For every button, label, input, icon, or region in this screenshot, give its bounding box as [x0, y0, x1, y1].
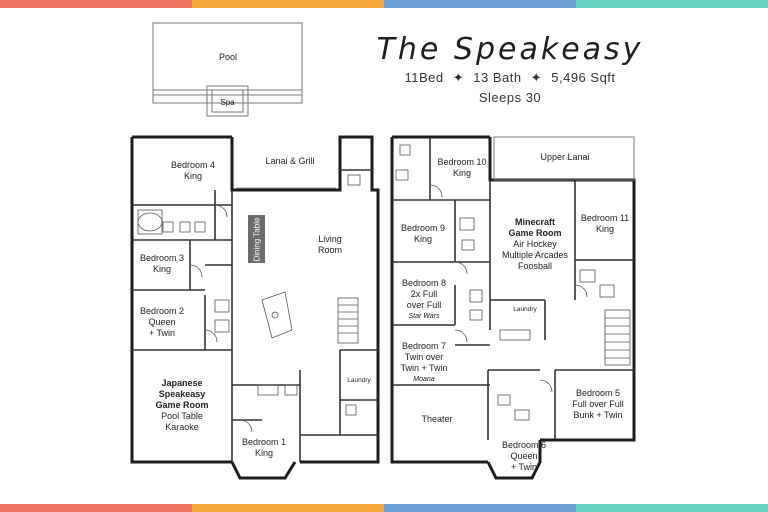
- room-name: Bedroom 4: [170, 160, 216, 170]
- bed-type: + Twin: [510, 462, 538, 472]
- living-room-label: Living Room: [305, 234, 355, 256]
- laundry-label: Laundry: [347, 377, 371, 384]
- property-stats: 11Bed ✦ 13 Bath ✦ 5,496 Sqft: [360, 70, 660, 86]
- bed-type: Twin over: [404, 352, 444, 362]
- bedroom-2-label: Bedroom 2 Queen + Twin: [132, 306, 192, 339]
- bed-type: Queen: [510, 451, 538, 461]
- bedroom-9-label: Bedroom 9 King: [393, 223, 453, 245]
- bed-type: Bunk + Twin: [573, 410, 623, 420]
- stripe-segment: [576, 0, 768, 8]
- upper-floor-walls: [390, 135, 636, 480]
- bed-type: King: [413, 234, 432, 244]
- amenity: Karaoke: [165, 422, 199, 432]
- bedroom-10-label: Bedroom 10 King: [432, 157, 492, 179]
- bedroom-4-label: Bedroom 4 King: [158, 160, 228, 182]
- laundry-label: Laundry: [513, 306, 537, 313]
- bed-type: King: [595, 224, 614, 234]
- bedroom-5-label: Bedroom 5 Full over Full Bunk + Twin: [560, 388, 636, 421]
- amenity: Pool Table: [161, 411, 203, 421]
- square-footage: 5,496 Sqft: [551, 70, 616, 85]
- top-color-stripe: [0, 0, 768, 8]
- lanai-grill-label: Lanai & Grill: [265, 156, 315, 166]
- amenity: Air Hockey: [513, 239, 557, 249]
- pool-outline: [152, 22, 303, 117]
- separator-icon: ✦: [530, 70, 543, 85]
- stripe-segment: [0, 504, 192, 512]
- room-name: Bedroom 6: [501, 440, 547, 450]
- room-name: Living: [318, 234, 342, 244]
- room-theme: Star Wars: [408, 313, 440, 320]
- bed-type: King: [152, 264, 171, 274]
- bedroom-7-label: Bedroom 7 Twin over Twin + Twin Moana: [393, 341, 455, 385]
- bed-type: 2x Full: [410, 289, 438, 299]
- room-name: Room: [317, 245, 342, 255]
- stripe-segment: [192, 0, 384, 8]
- stripe-segment: [384, 504, 576, 512]
- stripe-segment: [576, 504, 768, 512]
- bedroom-8-label: Bedroom 8 2x Full over Full Star Wars: [393, 278, 455, 322]
- room-name: Bedroom 9: [400, 223, 446, 233]
- upper-floor-interior: [392, 137, 634, 440]
- pool-label: Pool: [218, 52, 237, 62]
- dining-table-label: Dining Table: [248, 215, 265, 263]
- stripe-segment: [384, 0, 576, 8]
- bed-type: King: [452, 168, 471, 178]
- amenity: Multiple Arcades: [501, 250, 569, 260]
- room-name: Game Room: [155, 400, 209, 410]
- bottom-color-stripe: [0, 504, 768, 512]
- bed-type: Queen: [148, 317, 176, 327]
- stripe-segment: [192, 504, 384, 512]
- separator-icon: ✦: [452, 70, 465, 85]
- stripe-segment: [0, 0, 192, 8]
- spa-label: Spa: [220, 98, 235, 107]
- bedroom-6-label: Bedroom 6 Queen + Twin: [493, 440, 555, 473]
- bed-type: King: [254, 448, 273, 458]
- baths-count: 13 Bath: [473, 70, 522, 85]
- page-title: The Speakeasy: [376, 32, 644, 67]
- bed-type: + Twin: [148, 328, 176, 338]
- room-name: Bedroom 8: [401, 278, 447, 288]
- room-name: Bedroom 11: [580, 213, 630, 223]
- japanese-game-room-label: Japanese Speakeasy Game Room Pool Table …: [140, 378, 224, 433]
- bed-type: Full over Full: [572, 399, 624, 409]
- bed-type: Twin + Twin: [400, 363, 448, 373]
- bed-type: King: [183, 171, 202, 181]
- bed-type: over Full: [406, 300, 442, 310]
- room-name: Bedroom 2: [139, 306, 185, 316]
- room-name: Bedroom 3: [139, 253, 185, 263]
- room-name: Bedroom 1: [241, 437, 287, 447]
- upper-floor-fixtures: [395, 144, 631, 421]
- sleeps-capacity: Sleeps 30: [478, 90, 542, 105]
- ground-floor-walls: [130, 135, 380, 480]
- bedroom-1-label: Bedroom 1 King: [234, 437, 294, 459]
- room-name: Bedroom 10: [437, 157, 487, 167]
- room-name: Minecraft: [514, 217, 555, 227]
- bedroom-3-label: Bedroom 3 King: [132, 253, 192, 275]
- room-name: Bedroom 5: [575, 388, 621, 398]
- room-name: Japanese: [161, 378, 203, 388]
- room-name: Game Room: [508, 228, 562, 238]
- amenity: Foosball: [517, 261, 553, 271]
- dining-table-text: Dining Table: [252, 217, 262, 261]
- ground-floor-fixtures: [137, 174, 361, 433]
- room-name: Bedroom 7: [401, 341, 447, 351]
- upper-lanai-outline: [493, 136, 635, 181]
- bedroom-11-label: Bedroom 11 King: [575, 213, 635, 235]
- room-name: Speakeasy: [158, 389, 206, 399]
- beds-count: 11Bed: [404, 70, 444, 85]
- minecraft-game-room-label: Minecraft Game Room Air Hockey Multiple …: [496, 217, 574, 272]
- upper-lanai-label: Upper Lanai: [540, 152, 590, 162]
- theater-label: Theater: [421, 414, 453, 424]
- room-theme: Moana: [413, 376, 435, 383]
